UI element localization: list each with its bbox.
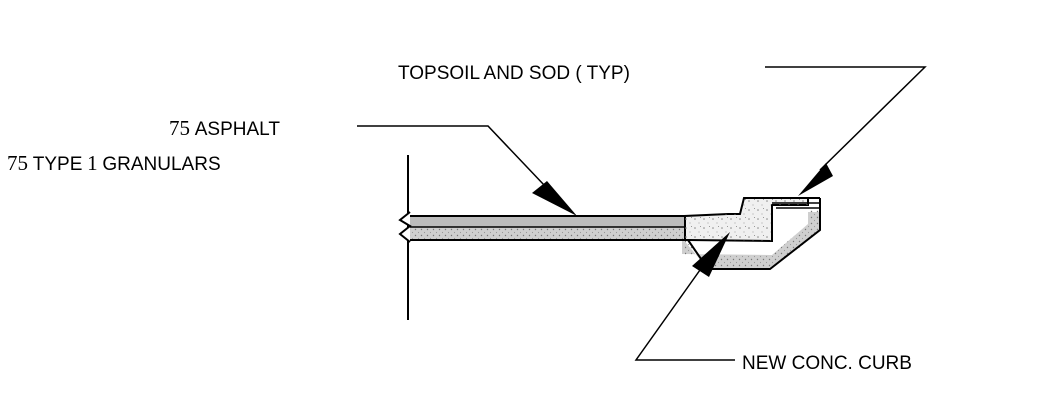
asphalt-thickness: 75 [169,116,190,140]
granular-thickness: 75 [7,151,28,175]
concrete-curb-texture [685,198,808,241]
asphalt-leader-line [357,125,546,187]
granular-band-dots [410,227,685,240]
asphalt-label: 75 ASPHALT [169,117,280,141]
curb-leader-line [634,269,735,361]
granular-type-text: TYPE [32,154,83,175]
curb-label: NEW CONC. CURB [742,353,912,374]
granular-type-number: 1 [87,151,98,175]
granular-text: GRANULARS [102,154,221,175]
curb-arrowhead [692,232,730,277]
granular-label: 75 TYPE 1 GRANULARS [7,152,221,176]
asphalt-arrowhead [532,181,577,216]
asphalt-layer [410,216,685,227]
topsoil-leader-line [765,66,927,171]
topsoil-label: TOPSOIL AND SOD ( TYP) [398,63,630,84]
break-symbol [398,211,412,243]
topsoil-arrowhead [798,163,833,196]
asphalt-text: ASPHALT [194,119,280,140]
